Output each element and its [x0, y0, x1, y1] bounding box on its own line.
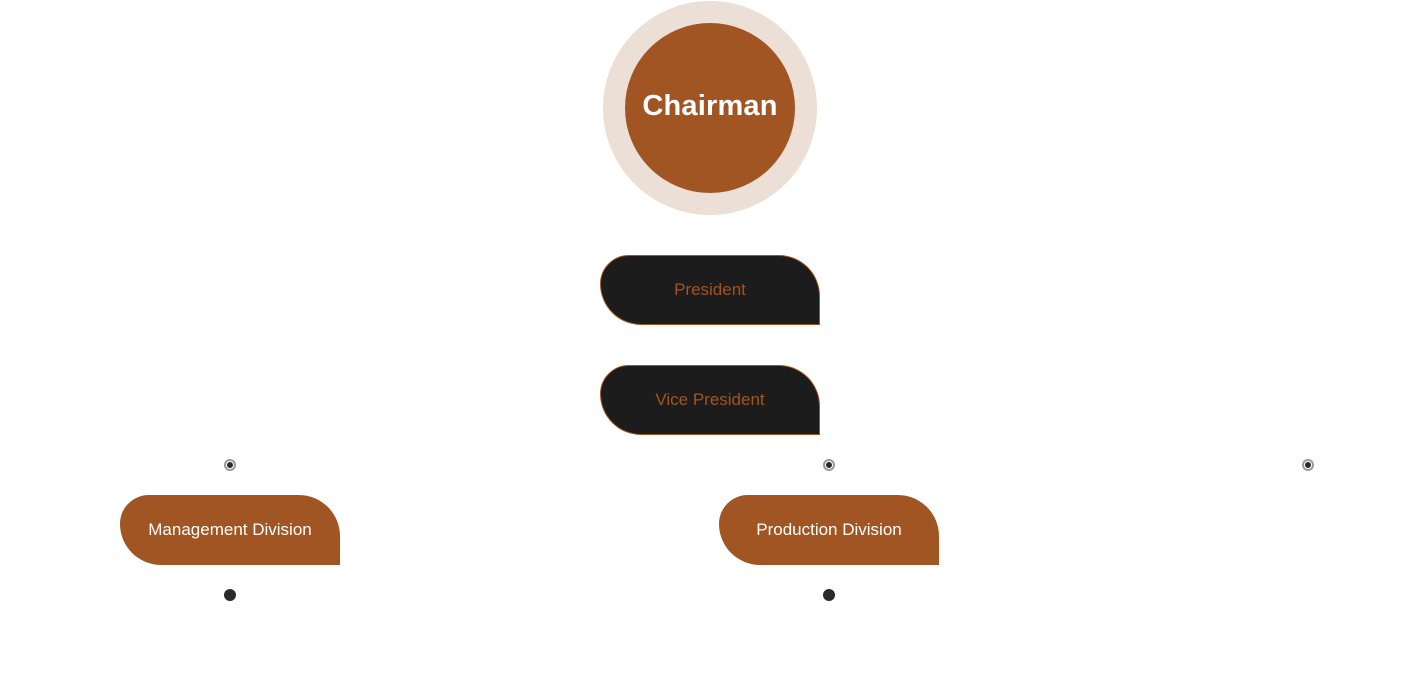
management-division-node[interactable]: Management Division: [120, 495, 340, 565]
connector-dot-right: [1302, 459, 1314, 471]
production-end-dot: [823, 589, 835, 601]
chairman-label: Chairman: [642, 89, 778, 122]
vice-president-node[interactable]: Vice President: [600, 365, 820, 435]
management-end-dot: [224, 589, 236, 601]
production-division-label: Production Division: [756, 520, 902, 539]
president-label: President: [674, 280, 746, 299]
management-division-label: Management Division: [148, 520, 312, 539]
connector-dot-left: [224, 459, 236, 471]
chairman-node[interactable]: Chairman: [625, 23, 795, 193]
vice-president-label: Vice President: [655, 390, 765, 409]
president-node[interactable]: President: [600, 255, 820, 325]
production-division-node[interactable]: Production Division: [719, 495, 939, 565]
connector-dot-center: [823, 459, 835, 471]
